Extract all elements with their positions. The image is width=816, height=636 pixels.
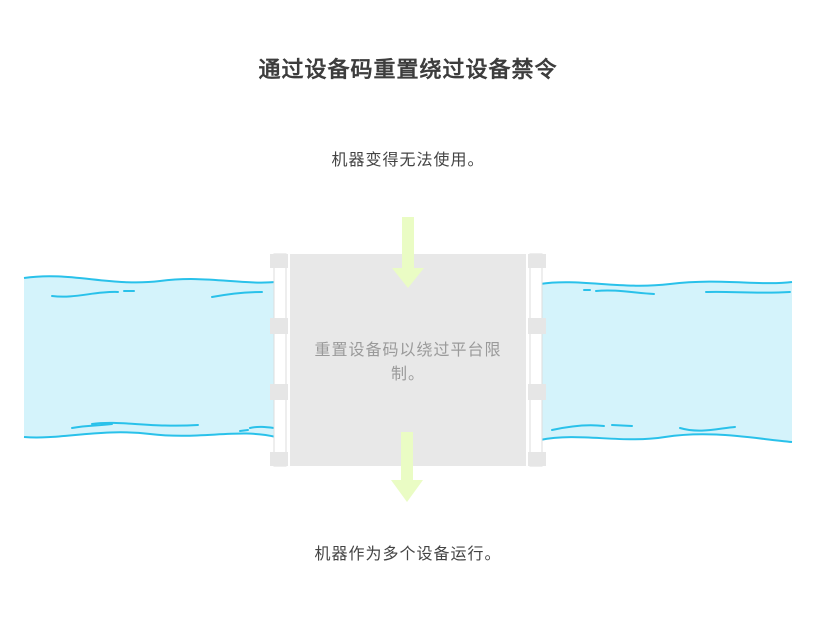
bottom-arrow-icon <box>391 432 423 502</box>
gate-barrier <box>270 253 546 467</box>
right-water-channel <box>539 280 793 443</box>
page-title: 通过设备码重置绕过设备禁令 <box>258 58 558 83</box>
center-step-text: 重置设备码以绕过平台限制。 <box>314 340 502 383</box>
top-step-text: 机器变得无法使用。 <box>331 150 485 169</box>
top-arrow-icon <box>392 217 424 288</box>
bottom-step-text: 机器作为多个设备运行。 <box>314 544 502 563</box>
left-water-channel <box>23 275 277 439</box>
